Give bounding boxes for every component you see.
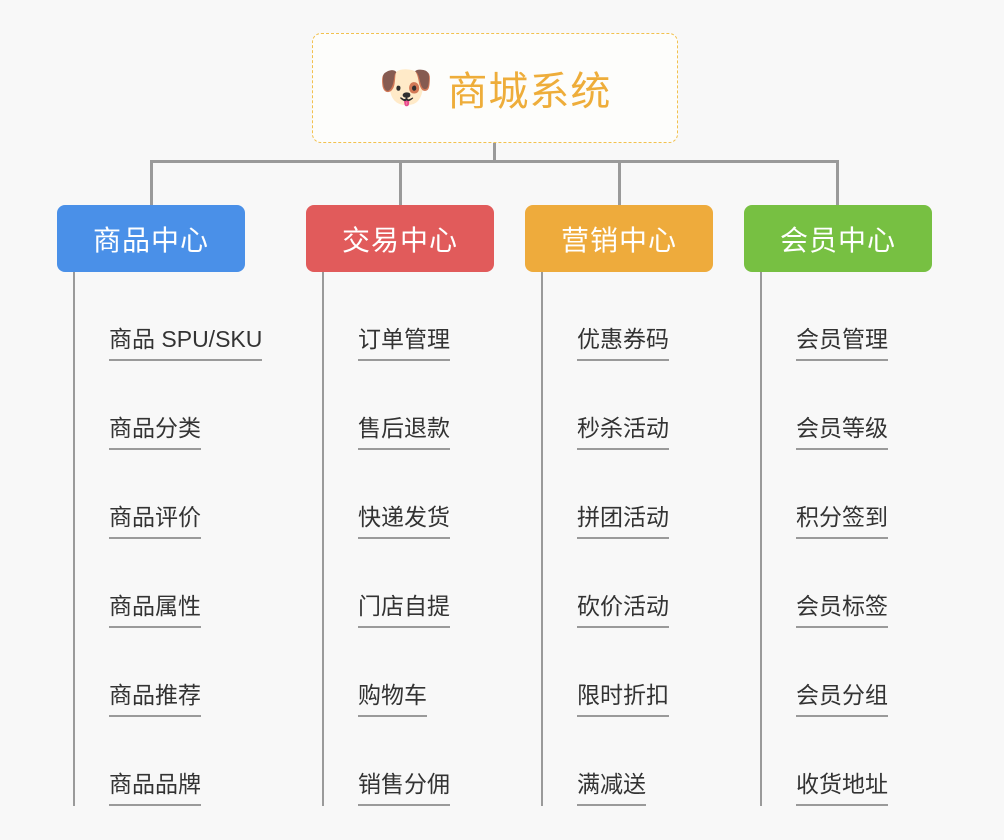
branch-label: 营销中心	[560, 224, 677, 256]
leaf-item[interactable]: 商品属性	[73, 539, 245, 628]
root-node[interactable]: 🐶 商城系统	[312, 33, 678, 143]
leaf-label: 售后退款	[358, 415, 450, 450]
leaf-label: 订单管理	[358, 326, 450, 361]
leaf-item[interactable]: 商品 SPU/SKU	[73, 272, 263, 361]
branch-items-marketing-center: 优惠券码 秒杀活动 拼团活动 砍价活动 限时折扣 满减送	[541, 272, 713, 806]
leaf-label: 收货地址	[796, 771, 888, 806]
root-title: 商城系统	[447, 70, 612, 114]
branch-header-member-center[interactable]: 会员中心	[744, 205, 932, 272]
leaf-item[interactable]: 会员分组	[760, 628, 932, 717]
leaf-item[interactable]: 拼团活动	[541, 450, 713, 539]
leaf-item[interactable]: 积分签到	[760, 450, 932, 539]
branch-marketing-center: 营销中心 优惠券码 秒杀活动 拼团活动 砍价活动 限时折扣 满减送	[525, 205, 713, 806]
branch-items-trade-center: 订单管理 售后退款 快递发货 门店自提 购物车 销售分佣	[322, 272, 494, 806]
branch-label: 会员中心	[779, 224, 896, 256]
branch-header-product-center[interactable]: 商品中心	[57, 205, 245, 272]
leaf-item[interactable]: 商品品牌	[73, 717, 245, 806]
leaf-item[interactable]: 商品分类	[73, 361, 245, 450]
branch-items-member-center: 会员管理 会员等级 积分签到 会员标签 会员分组 收货地址	[760, 272, 932, 806]
leaf-label: 商品属性	[109, 593, 201, 628]
leaf-label: 会员分组	[796, 682, 888, 717]
branch-header-trade-center[interactable]: 交易中心	[306, 205, 494, 272]
leaf-item[interactable]: 门店自提	[322, 539, 494, 628]
leaf-label: 购物车	[358, 682, 427, 717]
leaf-item[interactable]: 收货地址	[760, 717, 932, 806]
leaf-label: 砍价活动	[577, 593, 669, 628]
leaf-item[interactable]: 商品评价	[73, 450, 245, 539]
leaf-label: 满减送	[577, 771, 646, 806]
leaf-label: 商品 SPU/SKU	[109, 326, 263, 361]
drop-line-marketing	[618, 160, 621, 205]
drop-line-trade	[399, 160, 402, 205]
leaf-item[interactable]: 会员标签	[760, 539, 932, 628]
leaf-label: 快递发货	[358, 504, 450, 539]
leaf-label: 会员标签	[796, 593, 888, 628]
leaf-item[interactable]: 快递发货	[322, 450, 494, 539]
leaf-label: 限时折扣	[577, 682, 669, 717]
leaf-label: 商品分类	[109, 415, 201, 450]
leaf-label: 商品品牌	[109, 771, 201, 806]
leaf-item[interactable]: 优惠券码	[541, 272, 713, 361]
branch-trade-center: 交易中心 订单管理 售后退款 快递发货 门店自提 购物车 销售分佣	[306, 205, 494, 806]
leaf-item[interactable]: 砍价活动	[541, 539, 713, 628]
leaf-item[interactable]: 会员管理	[760, 272, 932, 361]
leaf-item[interactable]: 满减送	[541, 717, 713, 806]
leaf-item[interactable]: 会员等级	[760, 361, 932, 450]
leaf-label: 拼团活动	[577, 504, 669, 539]
leaf-item[interactable]: 购物车	[322, 628, 494, 717]
branch-product-center: 商品中心 商品 SPU/SKU 商品分类 商品评价 商品属性 商品推荐 商品品牌	[57, 205, 263, 806]
leaf-label: 会员管理	[796, 326, 888, 361]
leaf-label: 销售分佣	[358, 771, 450, 806]
branch-header-marketing-center[interactable]: 营销中心	[525, 205, 713, 272]
root-stem-line	[493, 143, 496, 162]
leaf-label: 秒杀活动	[577, 415, 669, 450]
leaf-label: 优惠券码	[577, 326, 669, 361]
leaf-item[interactable]: 销售分佣	[322, 717, 494, 806]
horizontal-bus-line	[150, 160, 838, 163]
shiba-dog-face-icon: 🐶	[378, 63, 434, 112]
branch-label: 交易中心	[341, 224, 458, 256]
leaf-item[interactable]: 售后退款	[322, 361, 494, 450]
leaf-item[interactable]: 限时折扣	[541, 628, 713, 717]
leaf-item[interactable]: 秒杀活动	[541, 361, 713, 450]
drop-line-product	[150, 160, 153, 205]
leaf-item[interactable]: 订单管理	[322, 272, 494, 361]
leaf-label: 商品评价	[109, 504, 201, 539]
branch-label: 商品中心	[92, 224, 209, 256]
branch-member-center: 会员中心 会员管理 会员等级 积分签到 会员标签 会员分组 收货地址	[744, 205, 932, 806]
leaf-item[interactable]: 商品推荐	[73, 628, 245, 717]
branch-items-product-center: 商品 SPU/SKU 商品分类 商品评价 商品属性 商品推荐 商品品牌	[73, 272, 263, 806]
leaf-label: 会员等级	[796, 415, 888, 450]
leaf-label: 门店自提	[358, 593, 450, 628]
drop-line-member	[836, 160, 839, 205]
leaf-label: 商品推荐	[109, 682, 201, 717]
leaf-label: 积分签到	[796, 504, 888, 539]
